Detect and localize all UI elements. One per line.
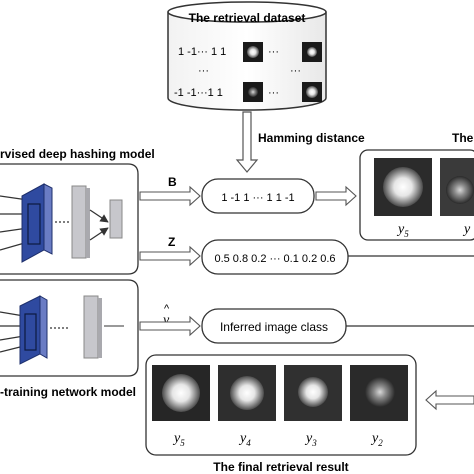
- dataset-code-row-2: -1 -1···1 1: [174, 87, 223, 99]
- dataset-thumb-1-lesion: [247, 46, 259, 58]
- final-result-title: The final retrieval result: [213, 460, 348, 474]
- conv-block-2: [19, 295, 41, 365]
- training-model-title: -training network model: [0, 385, 136, 399]
- conv-block-1: [21, 183, 45, 263]
- dataset-code-row-1: 1 -1··· 1 1: [178, 46, 226, 58]
- hash-code-text: 1 -1 1 ··· 1 1 -1: [221, 192, 294, 204]
- dataset-title: The retrieval dataset: [189, 11, 306, 25]
- inferred-class-text: Inferred image class: [220, 320, 328, 334]
- probability-text: 0.5 0.8 0.2 ··· 0.1 0.2 0.6: [214, 253, 335, 265]
- label-z: Z: [168, 235, 175, 249]
- top-result-label-2: y: [462, 222, 471, 237]
- label-b: B: [168, 175, 177, 189]
- arrow-to-top-results: [315, 185, 357, 207]
- final-result-label-4: y2: [370, 431, 383, 448]
- retrieval-dataset-cylinder: The retrieval dataset 1 -1··· 1 1 ··· ··…: [167, 1, 327, 111]
- training-model-panel: [0, 279, 139, 377]
- top-results-panel: y5 y: [359, 149, 474, 241]
- hashing-model-panel: [0, 163, 139, 275]
- hashing-model-title: rvised deep hashing model: [0, 147, 155, 161]
- dataset-dots-row-2: ···: [268, 87, 279, 99]
- fc-layer-1: [71, 185, 87, 259]
- yhat-hat: ^: [164, 303, 170, 315]
- hash-layer: [109, 199, 123, 239]
- final-result-label-2: y4: [238, 431, 251, 448]
- fc-layer-2: [83, 295, 99, 359]
- top-result-label-1: y5: [396, 222, 409, 239]
- arrow-yhat: [139, 315, 201, 337]
- hamming-distance-label: Hamming distance: [258, 131, 365, 145]
- arrow-b: [139, 185, 201, 207]
- dataset-thumb-4-lesion: [306, 86, 318, 98]
- probability-box: [201, 239, 349, 275]
- final-results-panel: y5 y4 y3 y2: [145, 354, 417, 456]
- top-result-title: The: [452, 131, 474, 145]
- final-result-label-3: y3: [304, 431, 317, 448]
- dataset-thumb-2-lesion: [307, 47, 317, 57]
- dataset-thumb-3-lesion: [248, 87, 258, 97]
- hash-code-box: [201, 178, 315, 214]
- hamming-distance-arrow: [235, 111, 259, 173]
- dataset-dots-row-1: ···: [268, 46, 279, 58]
- final-result-label-1: y5: [172, 431, 185, 448]
- arrow-z: [139, 245, 201, 267]
- dataset-dots-col-2: ···: [290, 65, 301, 77]
- dataset-dots-col-1: ···: [198, 65, 209, 77]
- arrow-to-final-results: [425, 389, 474, 411]
